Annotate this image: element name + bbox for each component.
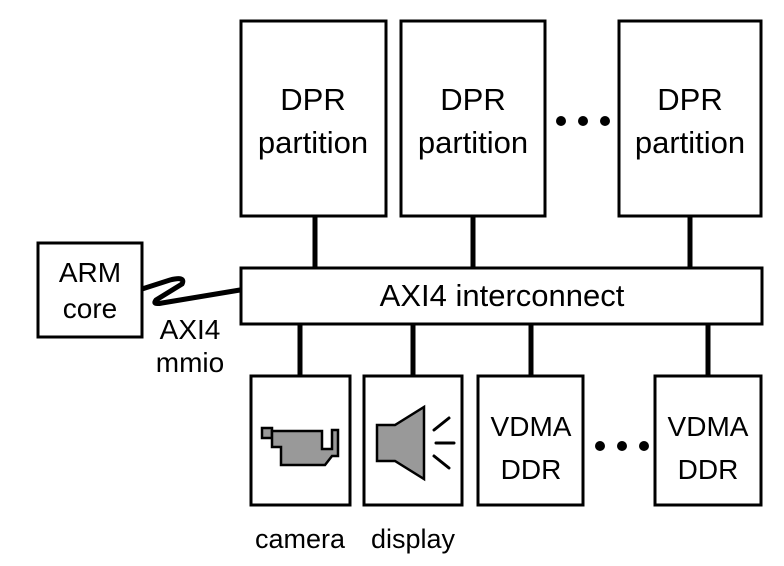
dpr-partition-2-subtitle: partition: [418, 125, 528, 160]
vdma-ddr-2-subtitle: DDR: [678, 454, 739, 485]
dpr-partition-2: DPR partition: [399, 19, 547, 218]
vdma-ellipsis: [595, 441, 649, 451]
mmio-link-label-line1: AXI4: [160, 314, 221, 345]
vdma-ddr-1-title: VDMA: [491, 411, 572, 442]
arm-core-block: ARM core: [36, 241, 144, 339]
camera-block: camera: [249, 374, 352, 554]
vdma-ddr-block-2: VDMA DDR: [653, 374, 763, 507]
arm-core-subtitle: core: [63, 293, 117, 324]
vdma-ddr-block-1: VDMA DDR: [476, 374, 585, 507]
dpr-partition-1-title: DPR: [280, 82, 345, 117]
vdma-ddr-1-subtitle: DDR: [501, 454, 562, 485]
dpr-partition-3-subtitle: partition: [635, 125, 745, 160]
video-camera-icon: [260, 426, 340, 467]
display-label: display: [371, 524, 456, 554]
dpr-partition-1-subtitle: partition: [258, 125, 368, 160]
camera-label: camera: [255, 524, 346, 554]
display-block: display: [362, 374, 464, 554]
partition-ellipsis: [556, 116, 610, 126]
axi4-interconnect: AXI4 interconnect: [239, 266, 764, 326]
axi4-interconnect-label: AXI4 interconnect: [380, 278, 625, 313]
speaker-icon: [375, 404, 456, 482]
vdma-ddr-2-title: VDMA: [668, 411, 749, 442]
dpr-partition-2-title: DPR: [440, 82, 505, 117]
arm-core-title: ARM: [59, 257, 121, 288]
mmio-link-label-line2: mmio: [156, 347, 224, 378]
dpr-partition-3: DPR partition: [617, 19, 763, 218]
mmio-zigzag-link: [141, 276, 241, 307]
dpr-partition-3-title: DPR: [657, 82, 722, 117]
dpr-partition-1: DPR partition: [239, 19, 388, 218]
